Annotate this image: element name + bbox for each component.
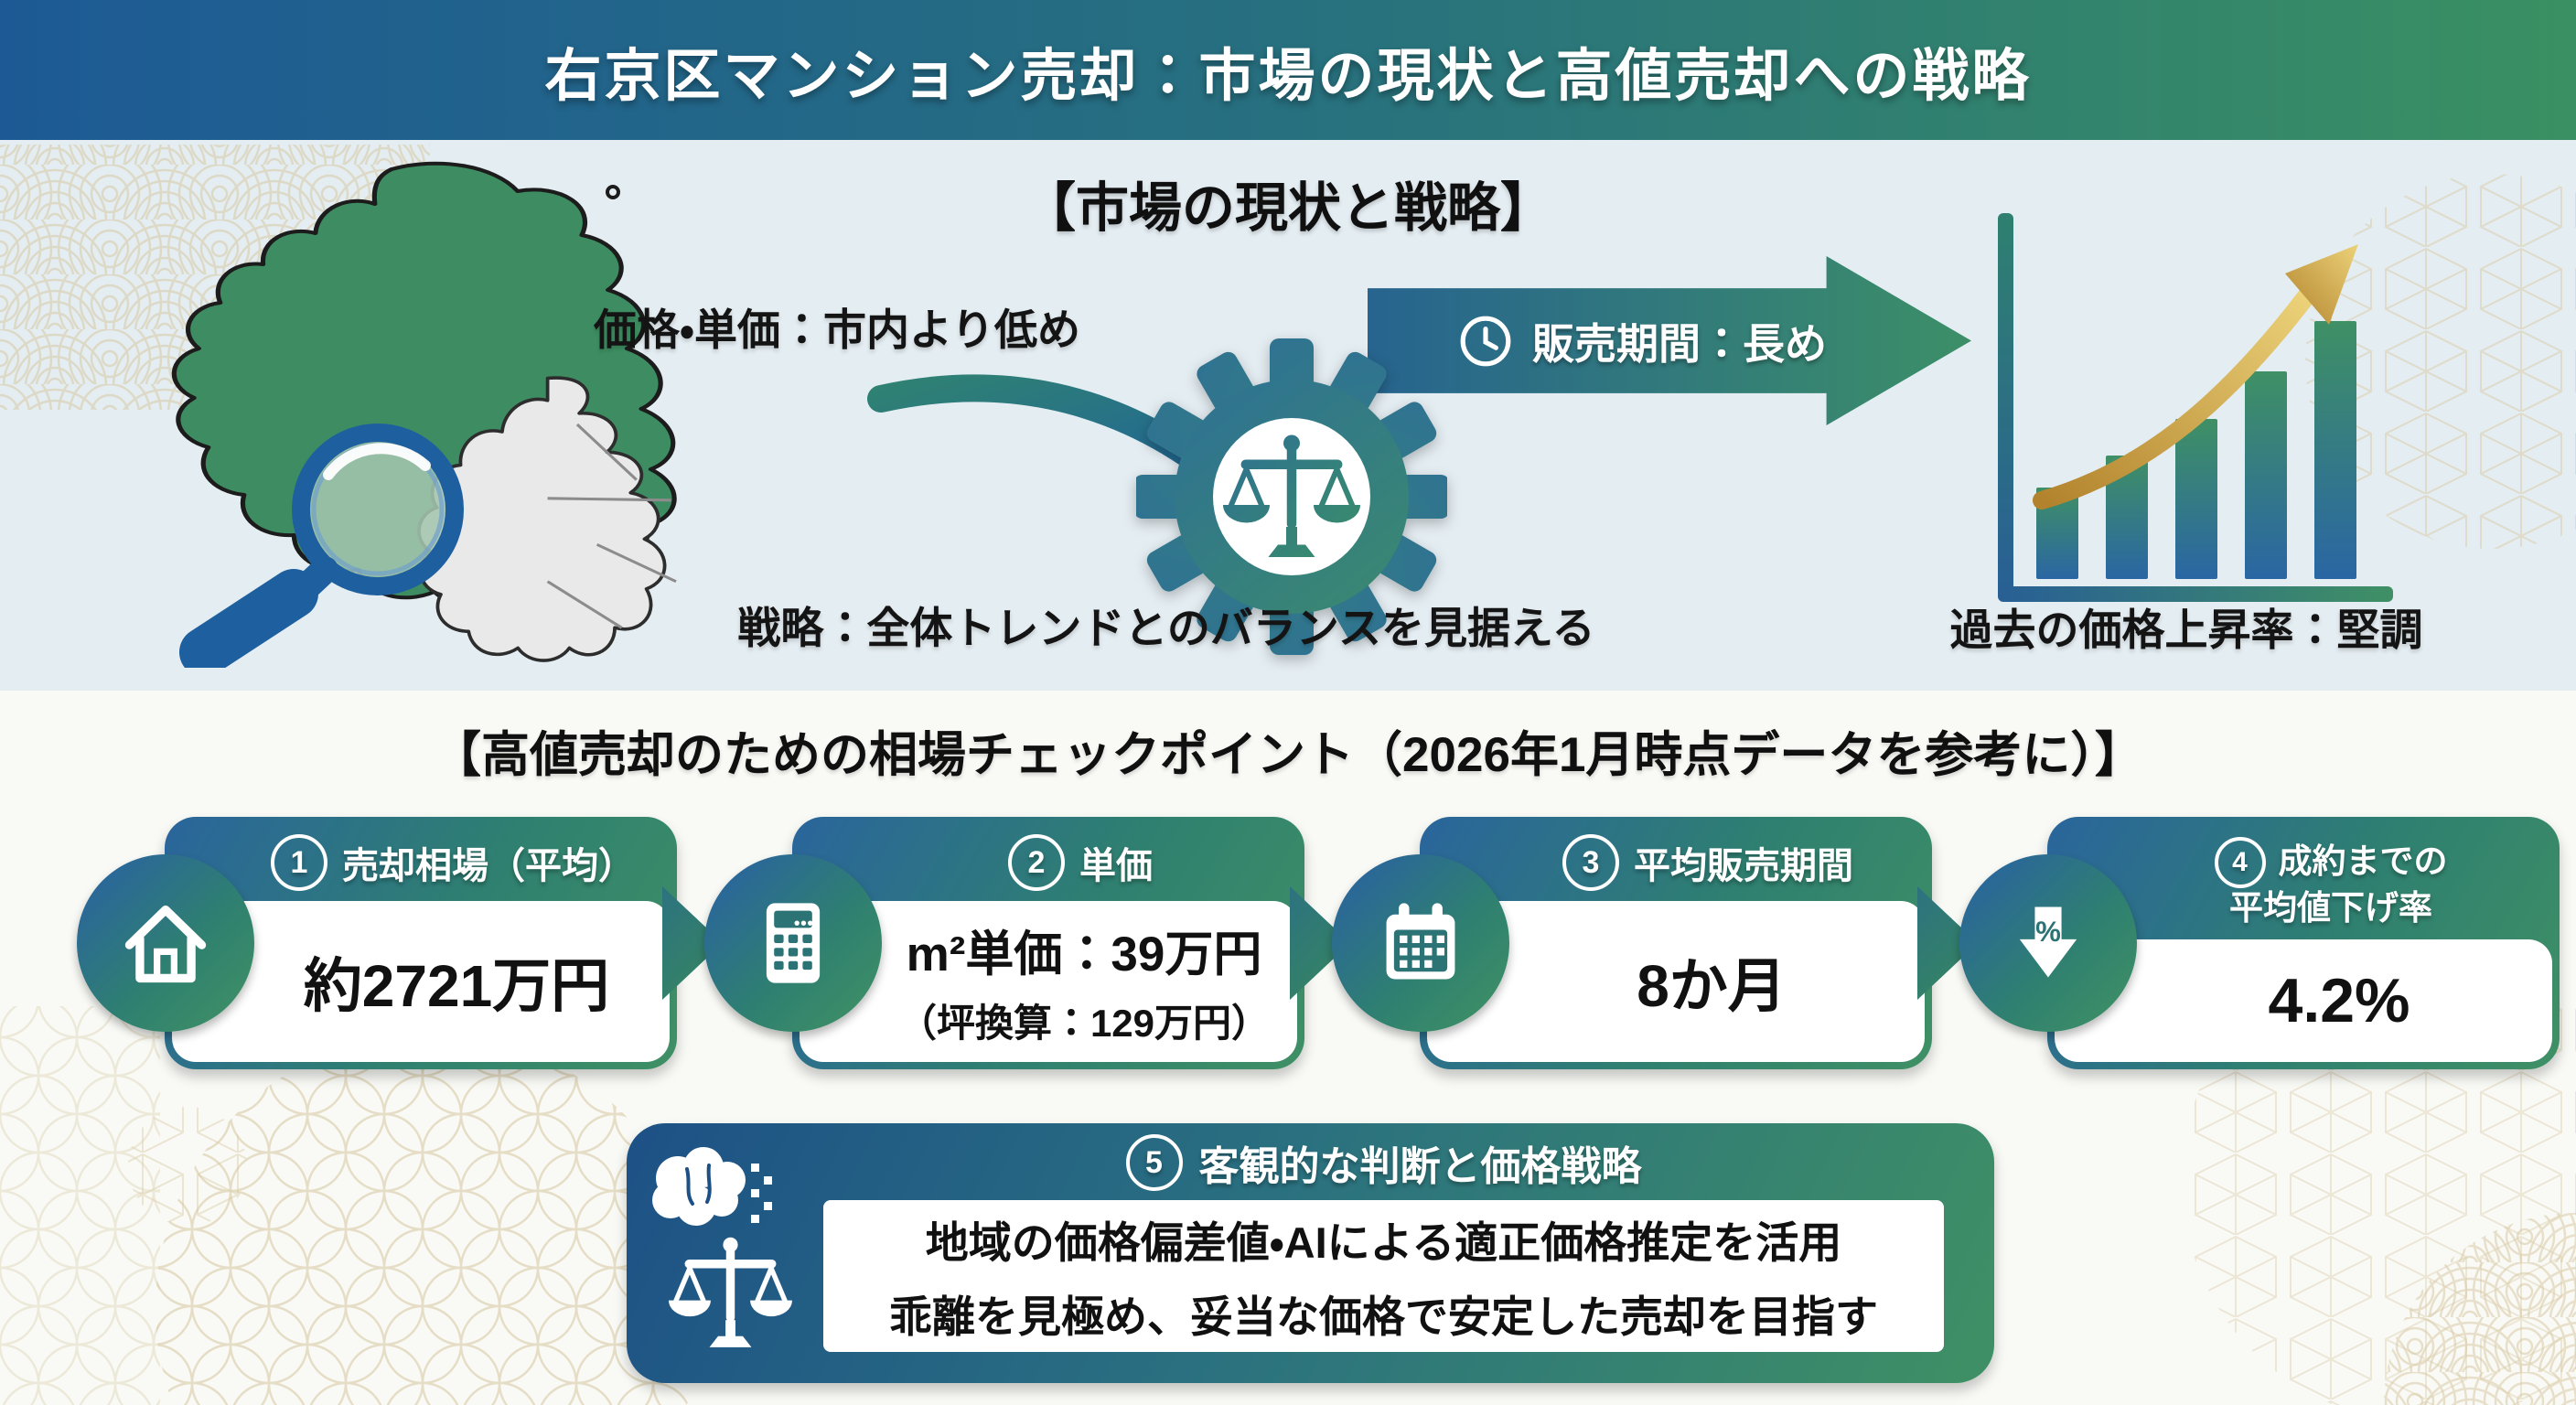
card-average-sale-price: 1 売却相場（平均） 約2721万円 — [77, 817, 723, 1069]
sales-period-label: 販売期間：長め — [1532, 319, 1827, 368]
market-section-title: 【市場の現状と戦略】 — [1022, 178, 1553, 238]
brain-scales-icon — [652, 1147, 792, 1347]
card3-header: 3 平均販売期間 — [1427, 824, 1925, 901]
card4-value: 4.2% — [2268, 966, 2410, 1035]
map-island-dot — [606, 185, 620, 199]
card5-line2: 乖離を見極め、妥当な価格で安定した売却を目指す — [889, 1292, 1878, 1341]
page-title: 右京区マンション売却：市場の現状と高値売却への戦略 — [0, 0, 2576, 140]
card5-body: 地域の価格偏差値・AIによる適正価格推定を活用 乖離を見極め、妥当な価格で安定し… — [823, 1200, 1944, 1352]
number-badge: 3 — [1562, 834, 1619, 891]
card1-value: 約2721万円 — [303, 953, 610, 1019]
card-objective-judgement-strategy: 5 客観的な判断と価格戦略 地域の価格偏差値・AIによる適正価格推定を活用 乖離… — [627, 1123, 1994, 1383]
card2-header: 2 単価 — [800, 824, 1297, 901]
card3-title: 平均販売期間 — [1634, 846, 1853, 886]
number-badge: 5 — [1125, 1134, 1183, 1191]
card2-title: 単価 — [1079, 846, 1153, 886]
card-average-sales-period: 3 平均販売期間 8か月 — [1332, 817, 1978, 1069]
calculator-icon — [704, 854, 882, 1032]
card-unit-price: 2 単価 m²単価：39万円 （坪換算：129万円） — [704, 817, 1350, 1069]
card4-title-line1: 成約までの — [2278, 842, 2448, 881]
number-badge: 1 — [271, 834, 327, 891]
chart-x-axis — [1998, 586, 2393, 602]
card-average-discount-rate: 4 成約までの 平均値下げ率 4.2% % — [1959, 817, 2560, 1069]
chart-bars — [2036, 321, 2356, 579]
card1-header: 1 売却相場（平均） — [172, 824, 670, 901]
number-badge: 4 — [2214, 836, 2266, 888]
card5-line1: 地域の価格偏差値・AIによる適正価格推定を活用 — [925, 1218, 1842, 1267]
checkpoint-section-title: 【高値売却のための相場チェックポイント（2026年1月時点データを参考に）】 — [433, 728, 2143, 782]
strategy-note-label: 戦略：全体トレンドとのバランスを見据える — [737, 604, 1595, 652]
card3-value: 8か月 — [1637, 953, 1787, 1019]
house-icon — [77, 854, 254, 1032]
card5-title: 客観的な判断と価格戦略 — [1198, 1144, 1642, 1189]
chart-y-axis — [1998, 213, 2013, 601]
gear-scales-icon — [1136, 338, 1447, 655]
calendar-icon — [1332, 854, 1509, 1032]
ai-dots — [751, 1164, 772, 1223]
card5-header: 5 客観的な判断と価格戦略 — [823, 1131, 1944, 1195]
page-title-text: 右京区マンション売却：市場の現状と高値売却への戦略 — [544, 44, 2032, 108]
card4-header: 4 成約までの 平均値下げ率 — [2055, 824, 2552, 939]
clock-icon — [1460, 316, 1511, 366]
trend-note-label: 過去の価格上昇率：堅調 — [1949, 606, 2423, 654]
rising-bar-chart-icon — [1998, 213, 2393, 602]
balance-scales-icon — [1223, 434, 1360, 557]
percent-glyph: % — [2035, 916, 2061, 948]
kyoto-map-magnifier-icon — [171, 161, 677, 668]
card4-title-line2: 平均値下げ率 — [2229, 888, 2432, 927]
card1-title: 売却相場（平均） — [342, 846, 635, 886]
percent-down-arrow-icon: % — [1959, 854, 2137, 1032]
price-note-label: 価格・単価：市内より低め — [593, 306, 1081, 354]
card2-subvalue: （坪換算：129万円） — [897, 1001, 1271, 1045]
number-badge: 2 — [1008, 834, 1065, 891]
card2-value: m²単価：39万円 — [906, 927, 1262, 981]
